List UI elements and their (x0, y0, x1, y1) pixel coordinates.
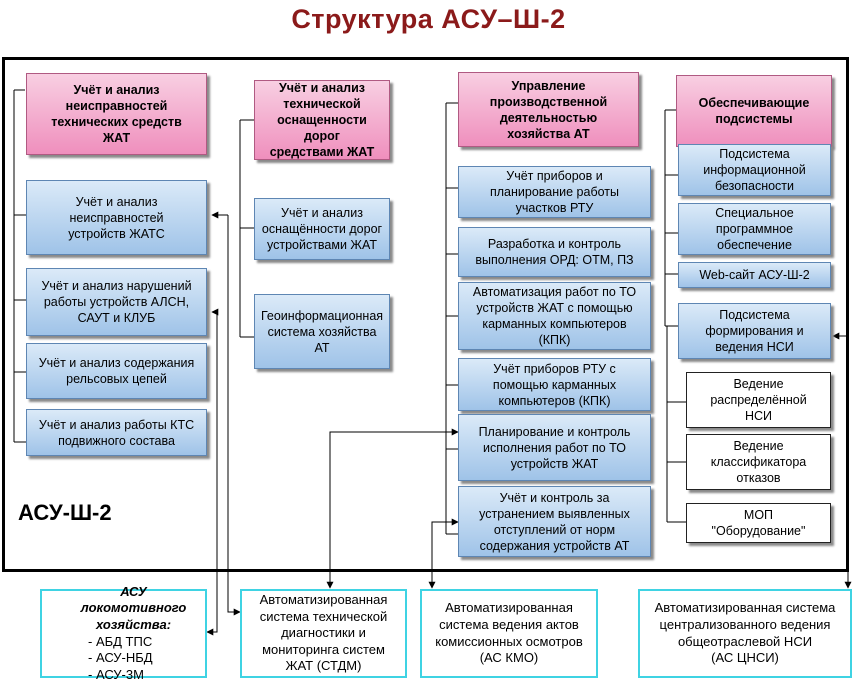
col1-item-4: Учёт и анализ работы КТС подвижного сост… (26, 409, 207, 456)
col3-header: Управление производственной деятельность… (458, 72, 639, 147)
col3-item-1: Учёт приборов и планирование работы учас… (458, 166, 651, 218)
col1-item-3: Учёт и анализ содержания рельсовых цепей (26, 343, 207, 399)
external-stdm: Автоматизированная система технической д… (240, 589, 407, 678)
col2-item-2: Геоинформационная система хозяйства АТ (254, 294, 390, 369)
col4-header: Обеспечивающие подсистемы (676, 75, 832, 147)
loco-item-3: - АСУ-3М (88, 666, 144, 682)
nsi-item-2: Ведение классификатора отказов (686, 434, 831, 490)
col1-item-1: Учёт и анализ неисправностей устройств Ж… (26, 180, 207, 255)
col1-item-2: Учёт и анализ нарушений работы устройств… (26, 268, 207, 336)
col3-item-5: Планирование и контроль исполнения работ… (458, 414, 651, 481)
col1-header: Учёт и анализ неисправностей технических… (26, 73, 207, 155)
col3-item-3: Автоматизация работ по ТО устройств ЖАТ … (458, 282, 651, 350)
page-title: Структура АСУ–Ш-2 (291, 4, 566, 34)
col3-item-6: Учёт и контроль за устранением выявленны… (458, 486, 651, 557)
nsi-item-3: МОП "Оборудование" (686, 503, 831, 543)
loco-title: АСУ локомотивного хозяйства: (80, 583, 187, 632)
system-label: АСУ-Ш-2 (18, 500, 112, 525)
col4-item-4: Подсистема формирования и ведения НСИ (678, 303, 831, 359)
loco-item-2: - АСУ-НБД (88, 650, 153, 666)
col3-item-2: Разработка и контроль выполнения ОРД: ОТ… (458, 227, 651, 277)
col2-item-1: Учёт и анализ оснащённости дорог устройс… (254, 198, 390, 260)
external-cnsi: Автоматизированная система централизован… (638, 589, 852, 678)
col3-item-4: Учёт приборов РТУ с помощью карманных ко… (458, 358, 651, 411)
nsi-item-1: Ведение распределённой НСИ (686, 372, 831, 428)
col4-item-1: Подсистема информационной безопасности (678, 144, 831, 196)
external-kmo: Автоматизированная система ведения актов… (420, 589, 598, 678)
loco-item-1: - АБД ТПС (88, 633, 153, 649)
col4-item-2: Специальное программное обеспечение (678, 203, 831, 255)
col4-item-3: Web-сайт АСУ-Ш-2 (678, 262, 831, 288)
external-loco: АСУ локомотивного хозяйства: - АБД ТПС -… (40, 584, 207, 682)
col2-header: Учёт и анализ технической оснащенности д… (254, 80, 390, 160)
